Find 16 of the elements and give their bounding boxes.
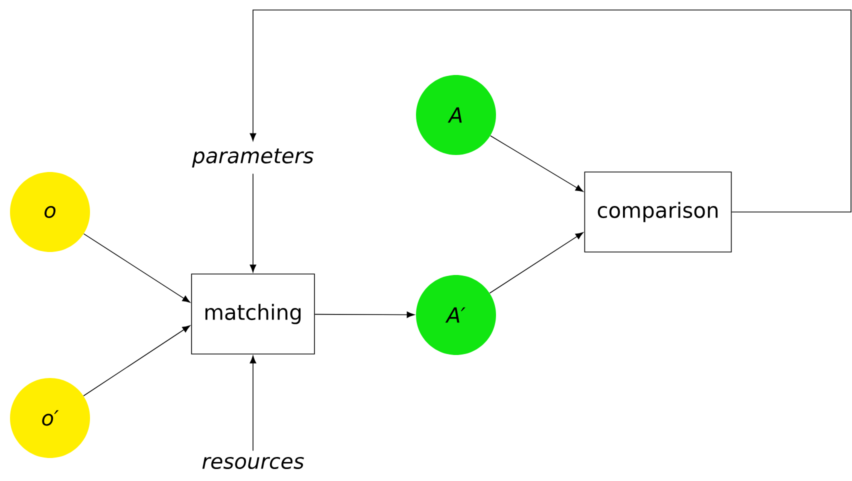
- arrow: [83, 325, 190, 396]
- arrow: [489, 232, 584, 294]
- arrow: [250, 173, 256, 272]
- process-box: matching: [191, 274, 315, 354]
- arrow: [250, 356, 256, 452]
- circle-node: o′: [10, 378, 90, 458]
- process-box: comparison: [584, 172, 732, 252]
- circle-node: A: [416, 75, 496, 155]
- arrow: [83, 233, 190, 303]
- circle-node: o: [10, 172, 90, 252]
- circle-node: A′: [416, 275, 496, 355]
- node-label: parameters: [192, 148, 314, 168]
- node-label: resources: [202, 456, 304, 470]
- arrow: [314, 312, 415, 318]
- arrow: [250, 10, 852, 212]
- arrow: [490, 135, 584, 192]
